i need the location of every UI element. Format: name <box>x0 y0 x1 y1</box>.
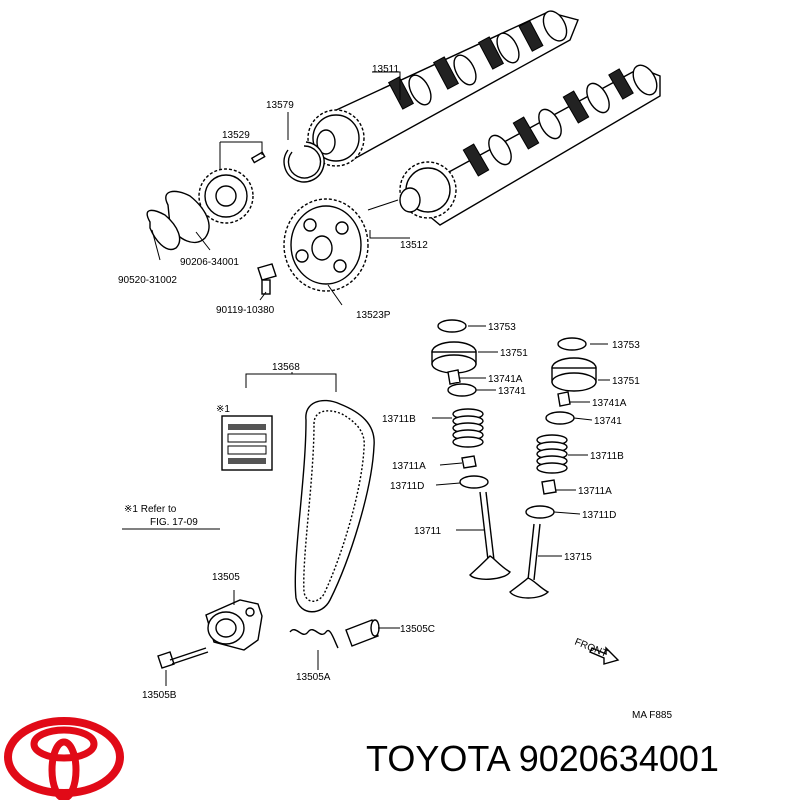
label-13711b-right: 13711B <box>590 451 624 462</box>
label-13711a-left: 13711A <box>392 461 426 472</box>
label-13741a-right: 13741A <box>592 398 627 409</box>
pulley-bolt <box>257 263 277 295</box>
label-ref-line1: ※1 Refer to <box>124 504 177 515</box>
tensioner-spacer <box>345 619 400 647</box>
tension-spring <box>289 629 339 649</box>
label-13751-right: 13751 <box>612 376 640 387</box>
label-13512: 13512 <box>400 240 428 251</box>
timing-belt <box>245 372 375 613</box>
valve-assembly-left <box>431 319 511 580</box>
label-90119-10380: 90119-10380 <box>216 305 275 316</box>
label-ref-mark: ※1 <box>216 404 230 415</box>
belt-tensioner <box>205 590 263 651</box>
camshaft-timing-pulley <box>283 198 369 292</box>
brand-part-number: TOYOTA 9020634001 <box>366 738 719 779</box>
label-13741-right: 13741 <box>594 416 622 427</box>
label-13753-right: 13753 <box>612 340 640 351</box>
label-13505c: 13505C <box>400 624 435 635</box>
label-13568: 13568 <box>272 362 300 373</box>
front-arrow-icon <box>589 646 620 665</box>
label-13511: 13511 <box>372 64 400 75</box>
label-13711d-right: 13711D <box>582 510 616 521</box>
toyota-logo-icon <box>4 717 124 800</box>
label-fig-code: MA F885 <box>632 710 672 721</box>
label-13711a-right: 13711A <box>578 486 612 497</box>
label-13711d-left: 13711D <box>390 481 424 492</box>
label-13741a-left: 13741A <box>488 374 523 385</box>
valve-assembly-right <box>509 337 597 599</box>
label-13523p: 13523P <box>356 310 391 321</box>
label-ref-line2: FIG. 17-09 <box>150 517 198 528</box>
snap-ring-small <box>146 209 181 251</box>
belt-label-box <box>221 415 273 471</box>
label-13711: 13711 <box>414 526 442 537</box>
label-front: FRONT <box>573 637 609 660</box>
label-13505a: 13505A <box>296 672 331 683</box>
camshaft-lower <box>367 64 661 226</box>
label-13753-left: 13753 <box>488 322 516 333</box>
label-13711b-left: 13711B <box>382 414 416 425</box>
label-13715: 13715 <box>564 552 592 563</box>
label-13751-left: 13751 <box>500 348 528 359</box>
label-13741-left: 13741 <box>498 386 526 397</box>
label-13529: 13529 <box>222 130 250 141</box>
label-13579: 13579 <box>266 100 294 111</box>
label-90520-31002: 90520-31002 <box>118 275 177 286</box>
label-90206-34001: 90206-34001 <box>180 257 239 268</box>
sub-gear <box>198 151 266 224</box>
label-13505: 13505 <box>212 572 240 583</box>
label-13505b: 13505B <box>142 690 177 701</box>
tensioner-bolt <box>157 647 209 686</box>
